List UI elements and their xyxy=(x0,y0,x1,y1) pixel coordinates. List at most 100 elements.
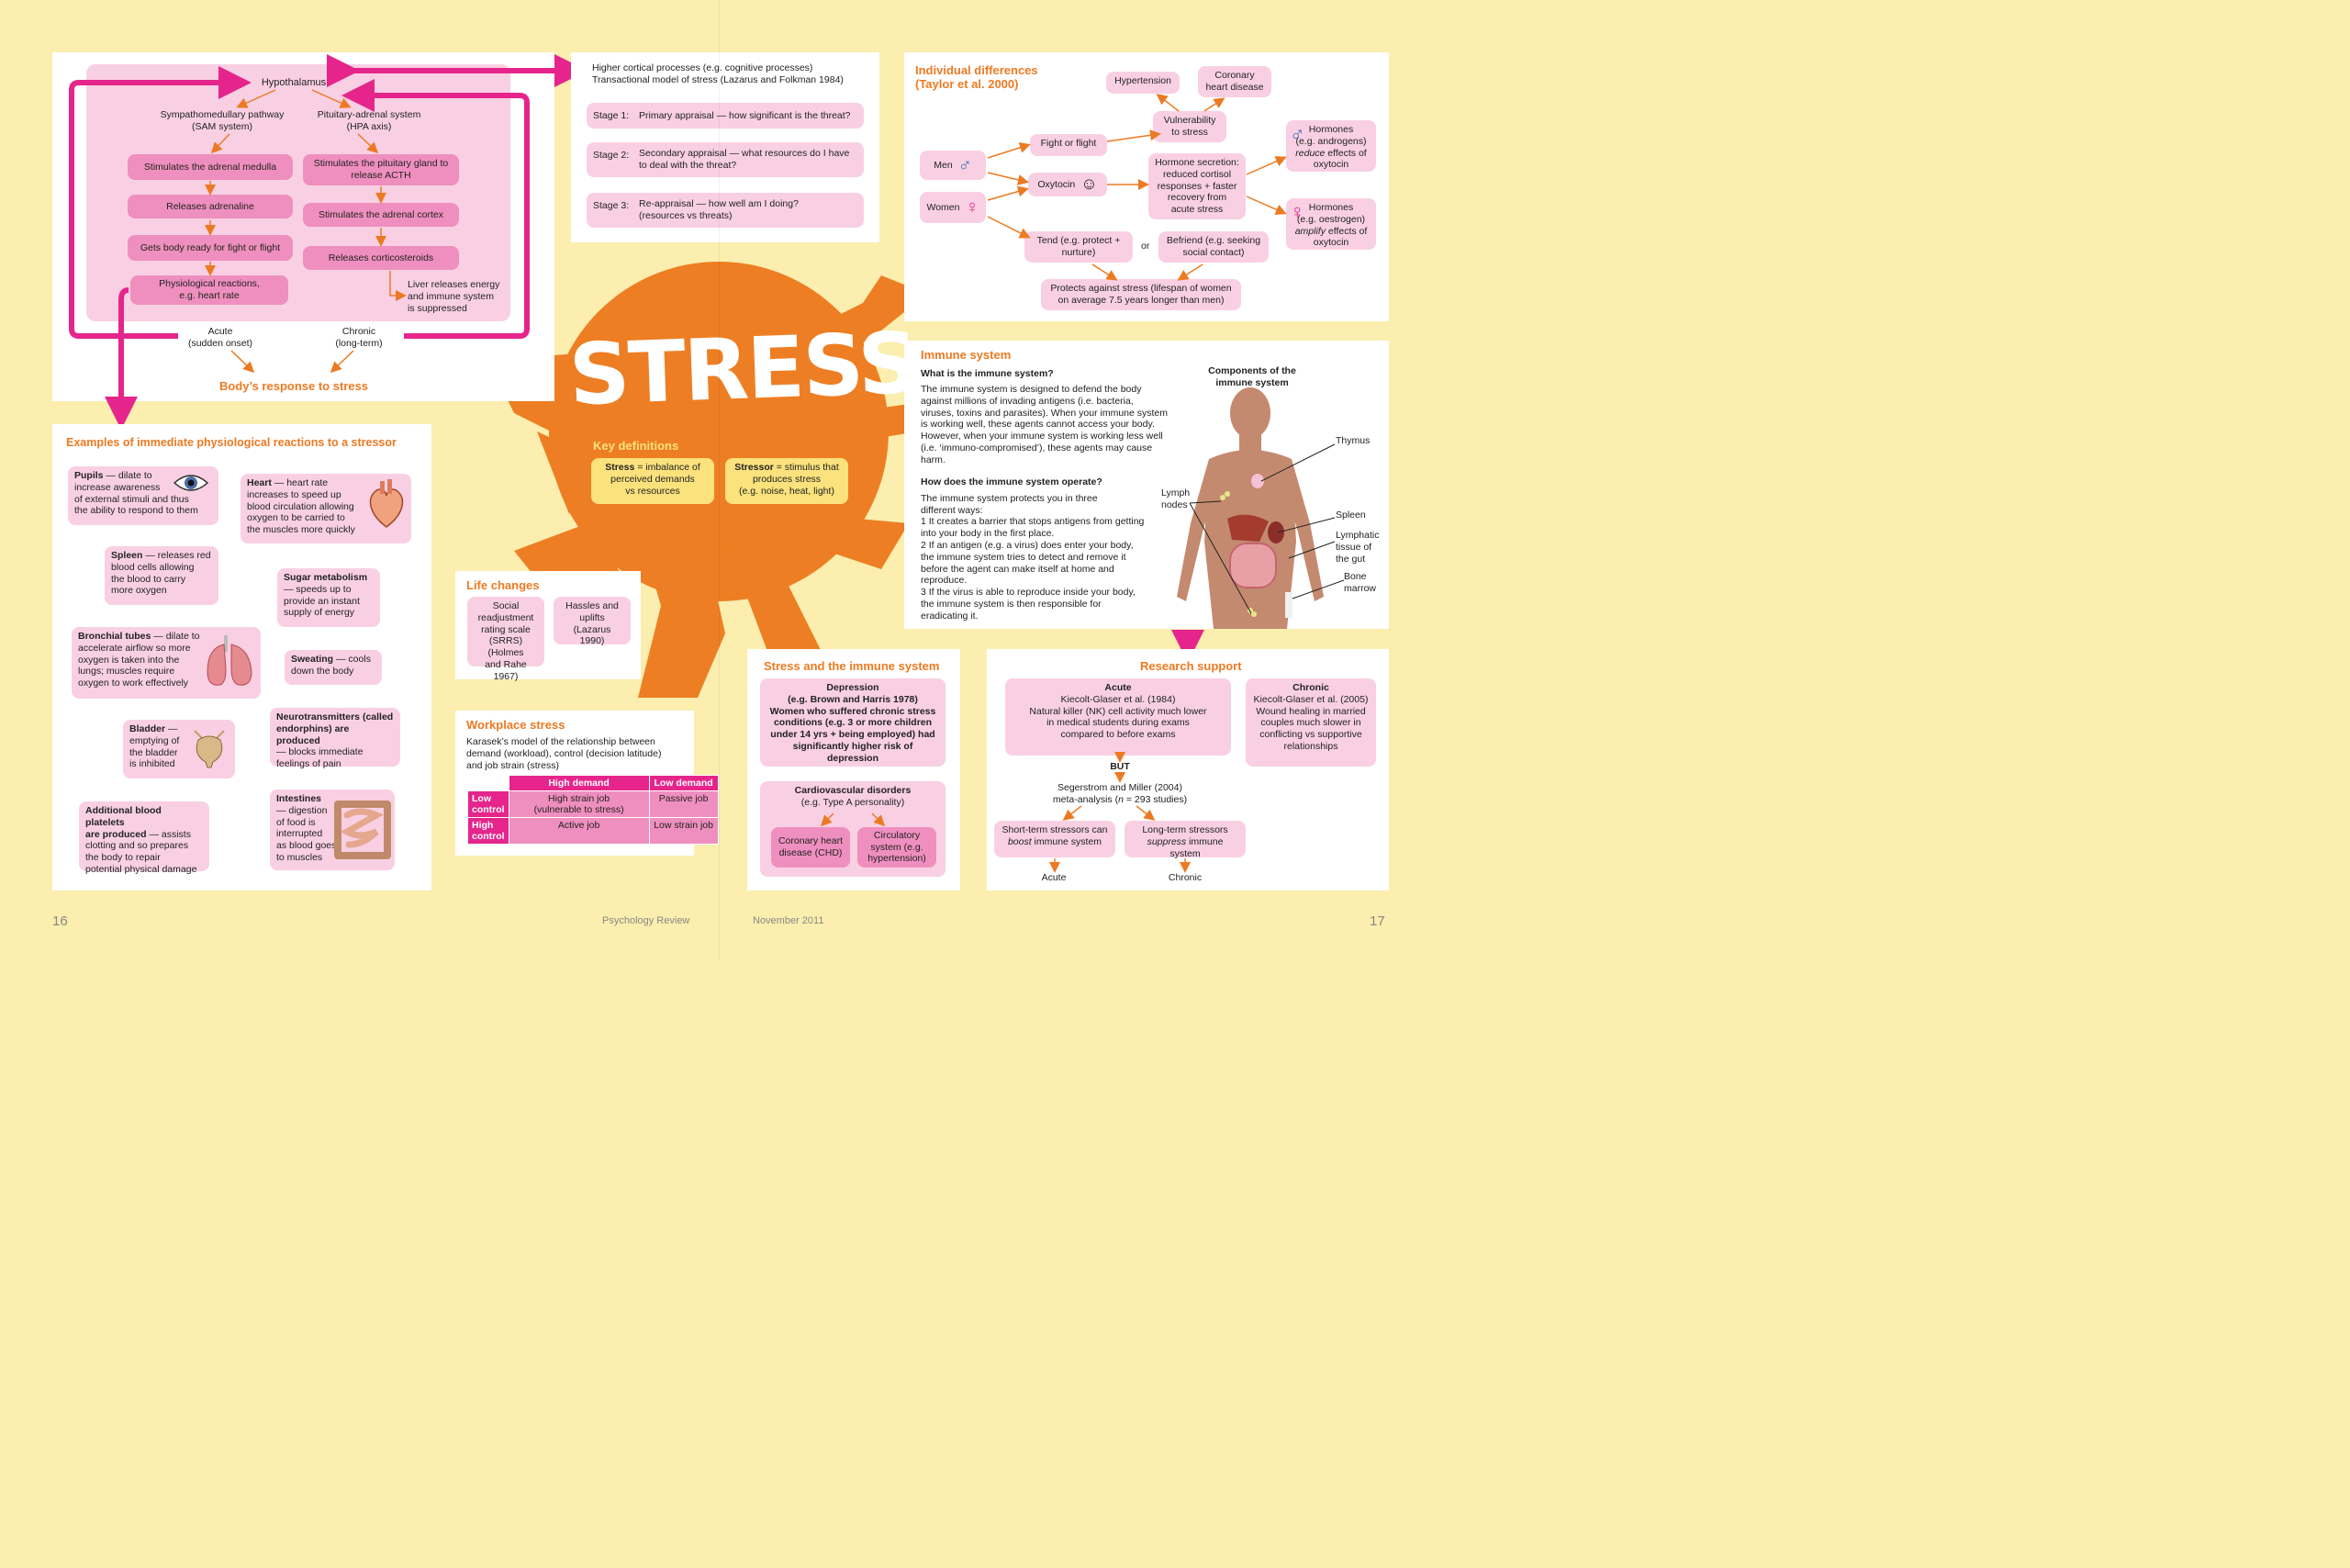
outcome-chronic: Chronic xyxy=(1168,872,1203,883)
sweating-box: Sweating — cools down the body xyxy=(285,650,382,685)
depression-text: (e.g. Brown and Harris 1978) Women who s… xyxy=(769,693,936,764)
components-label: Components of the immune system xyxy=(1208,365,1296,388)
immune-p2: The immune system protects you in three … xyxy=(921,493,1098,516)
sweating-term: Sweating xyxy=(291,654,334,665)
immune-way-3: 3 If the virus is able to reproduce insi… xyxy=(921,587,1136,622)
workplace-title: Workplace stress xyxy=(466,718,565,732)
thymus-label: Thymus xyxy=(1336,435,1371,446)
stress-definition: Stress = imbalance of perceived demands … xyxy=(591,458,714,504)
oxytocin-box: Oxytocin ☺ xyxy=(1028,173,1107,196)
outcome-acute: Acute xyxy=(1041,872,1067,883)
spleen-box: Spleen — releases red blood cells allowi… xyxy=(105,546,218,605)
sugar-term: Sugar metabolism xyxy=(284,572,368,583)
marrow-label: Bone marrow xyxy=(1344,571,1377,594)
long-term-1: Long-term stressors xyxy=(1142,824,1228,835)
hpa-step-3: Releases corticosteroids xyxy=(303,246,459,270)
cardio-title: Cardiovascular disorders xyxy=(794,785,912,796)
meta-line-3: = 293 studies) xyxy=(1123,793,1188,805)
acute-research-text: Kiecolt-Glaser et al. (1984) Natural kil… xyxy=(1029,693,1207,741)
hpa-step-2: Stimulates the adrenal cortex xyxy=(303,203,459,227)
hassles-box: Hassles and uplifts (Lazarus 1990) xyxy=(554,597,631,646)
female-symbol-icon-2: ♀ xyxy=(1290,200,1305,223)
chronic-label: Chronic (long-term) xyxy=(335,326,383,349)
hypertension-box: Hypertension xyxy=(1106,72,1180,94)
immune-panel xyxy=(904,341,1389,629)
spleen-organ xyxy=(1268,521,1284,543)
chronic-research-text: Kiecolt-Glaser et al. (2005) Wound heali… xyxy=(1253,693,1369,752)
examples-title: Examples of immediate physiological reac… xyxy=(66,436,397,449)
sugar-box: Sugar metabolism — speeds up to provide … xyxy=(277,568,380,627)
hormones-women-text-3: effects of oxytocin xyxy=(1313,225,1368,249)
spleen-term: Spleen xyxy=(111,550,143,561)
tend-box: Tend (e.g. protect + nurture) xyxy=(1024,231,1133,263)
sam-step-4: Physiological reactions, e.g. heart rate xyxy=(130,275,288,305)
cortical-intro: Higher cortical processes (e.g. cognitiv… xyxy=(592,62,844,85)
protects-box: Protects against stress (lifespan of wom… xyxy=(1041,279,1241,310)
stage-1: Stage 1: Primary appraisal — how signifi… xyxy=(587,103,864,129)
bronchial-text: — dilate to accelerate airflow so more o… xyxy=(78,631,200,689)
cardio-arrows xyxy=(820,812,886,827)
gut-organ xyxy=(1229,543,1277,588)
research-title: Research support xyxy=(1140,659,1242,673)
spleen-text: — releases red blood cells allowing the … xyxy=(111,550,211,597)
stage-1-label: Stage 1: xyxy=(593,109,630,121)
col-low-demand: Low demand xyxy=(648,775,719,791)
research-arrows xyxy=(1049,752,1191,873)
stress-immune-title: Stress and the immune system xyxy=(764,659,940,673)
short-term-box: Short-term stressors can boost immune sy… xyxy=(994,821,1115,857)
magazine-name: Psychology Review xyxy=(602,915,690,926)
stress-def-text: = imbalance of perceived demands vs reso… xyxy=(610,462,700,497)
male-symbol-icon-2: ♂ xyxy=(1290,122,1305,145)
women-label: Women xyxy=(926,201,960,213)
key-definitions-title: Key definitions xyxy=(593,439,679,453)
hormones-women-box: ♀ Hormones (e.g. oestrogen) amplify effe… xyxy=(1286,198,1376,250)
bronchial-box: Bronchial tubes — dilate to accelerate a… xyxy=(72,627,261,699)
thymus-organ xyxy=(1251,474,1264,488)
stressor-definition: Stressor = stimulus that produces stress… xyxy=(725,458,848,504)
pupils-text: — dilate to increase awareness of extern… xyxy=(74,470,198,517)
smiley-icon: ☺ xyxy=(1080,174,1098,194)
befriend-box: Befriend (e.g. seeking social contact) xyxy=(1158,231,1269,263)
coronary-box: Coronary heart disease xyxy=(1198,66,1271,97)
hormones-women-text-2: amplify xyxy=(1294,225,1326,237)
life-title: Life changes xyxy=(466,578,540,592)
sweating-text: — cools down the body xyxy=(291,654,371,677)
bladder-term: Bladder xyxy=(129,723,166,734)
stage-3-text: Re-appraisal — how well am I doing? (res… xyxy=(639,198,799,221)
oxytocin-label: Oxytocin xyxy=(1037,178,1076,190)
immune-title: Immune system xyxy=(921,348,1012,362)
hormones-men-box: ♂ Hormones (e.g. androgens) reduce effec… xyxy=(1286,120,1376,172)
hormone-secretion-box: Hormone secretion: reduced cortisol resp… xyxy=(1148,153,1246,219)
sam-label: Sympathomedullary pathway (SAM system) xyxy=(160,109,285,132)
hormones-men-text-3: effects of oxytocin xyxy=(1313,147,1367,171)
stage-2: Stage 2: Secondary appraisal — what reso… xyxy=(587,142,864,177)
meta-n: n xyxy=(1118,793,1124,805)
sam-step-2: Releases adrenaline xyxy=(128,195,293,218)
hypothalamus-label: Hypothalamus xyxy=(261,77,327,88)
page-number-right: 17 xyxy=(1370,913,1385,929)
short-term-2: boost xyxy=(1007,835,1032,847)
liver-text: Liver releases energy and immune system … xyxy=(408,279,500,314)
hormones-men-text-2: reduce xyxy=(1295,147,1326,159)
body-response-title: Body’s response to stress xyxy=(218,379,369,393)
immune-q2: How does the immune system operate? xyxy=(921,476,1102,487)
row-high-control: High control xyxy=(467,817,509,845)
immune-q1: What is the immune system? xyxy=(921,368,1054,379)
spine-line xyxy=(719,0,720,960)
acute-research-title: Acute xyxy=(1104,682,1132,693)
long-term-box: Long-term stressors suppress immune syst… xyxy=(1125,821,1246,859)
neuro-box: Neurotransmitters (called endorphins) ar… xyxy=(270,708,400,769)
immune-way-1: 1 It creates a barrier that stops antige… xyxy=(921,516,1145,539)
immune-way-2: 2 If an antigen (e.g. a virus) does ente… xyxy=(921,540,1134,587)
cell-high-strain: High strain job (vulnerable to stress) xyxy=(508,790,650,818)
but-label: BUT xyxy=(1110,761,1130,772)
male-symbol-icon: ♂ xyxy=(957,154,972,175)
issue-date: November 2011 xyxy=(753,915,824,926)
stage-1-text: Primary appraisal — how significant is t… xyxy=(639,109,851,121)
hpa-arrows xyxy=(69,54,1204,663)
workplace-desc: Karasek’s model of the relationship betw… xyxy=(466,736,662,771)
short-term-1: Short-term stressors can xyxy=(1002,824,1108,835)
srrs-box: Social readjustment rating scale (SRRS) … xyxy=(467,597,544,682)
lymph-label: Lymph nodes xyxy=(1161,487,1191,510)
neuro-term: Neurotransmitters (called endorphins) ar… xyxy=(276,711,394,746)
